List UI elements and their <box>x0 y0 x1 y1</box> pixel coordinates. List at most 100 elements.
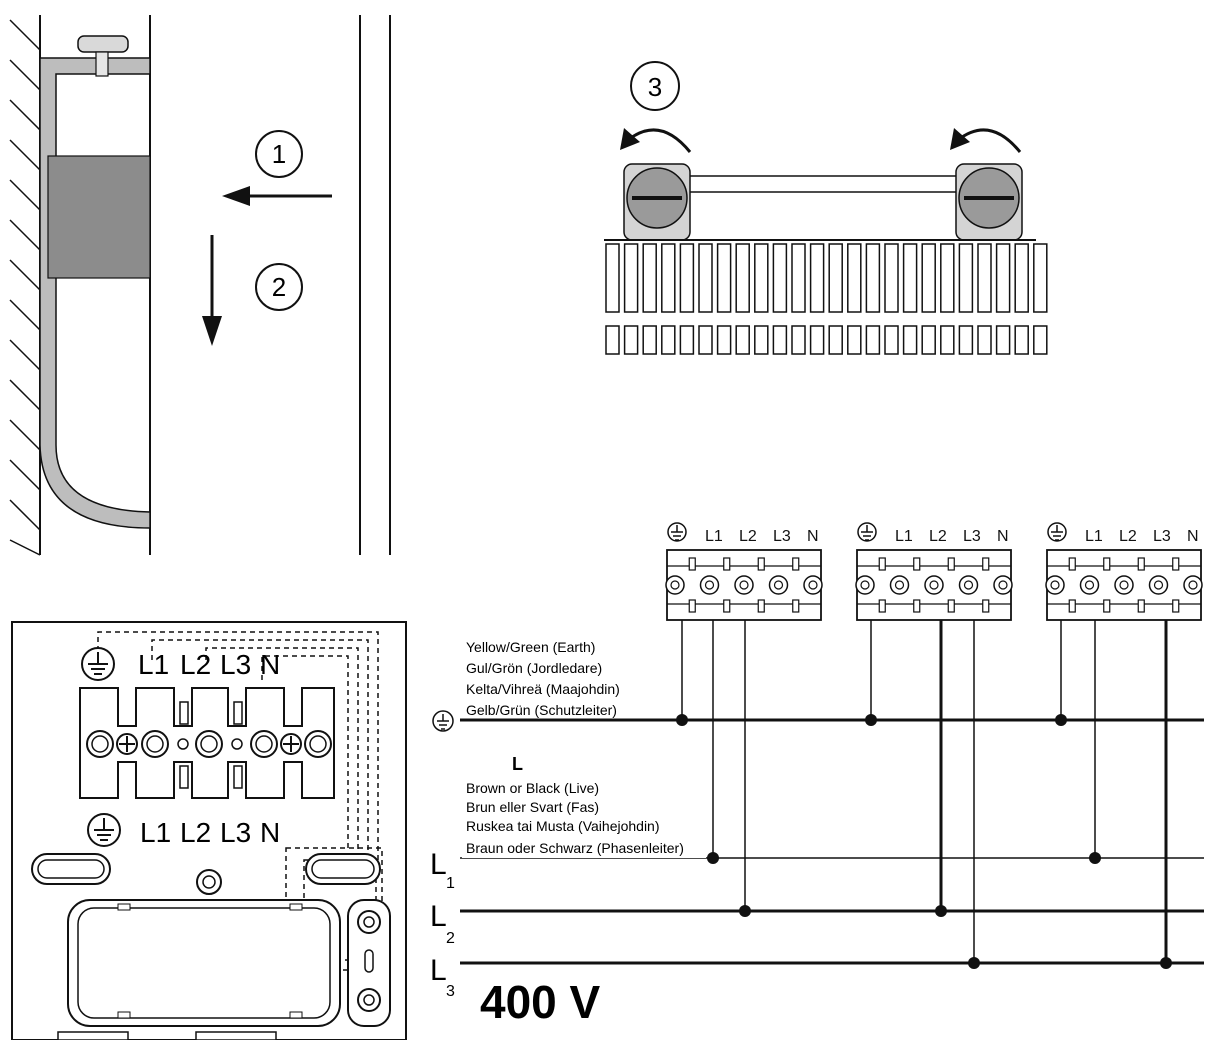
grille-slat <box>661 243 676 313</box>
grille-slat <box>605 325 620 355</box>
phase-l2-sub: 2 <box>446 930 455 947</box>
terminal-header-label: L1 <box>895 528 913 545</box>
lower-label-l3: L3 <box>220 817 251 848</box>
grille-slat <box>977 325 992 355</box>
grille-slat <box>958 325 974 355</box>
earth-legend-en: Yellow/Green (Earth) <box>466 639 595 655</box>
grille-slat <box>995 243 1011 313</box>
terminal-header-label: N <box>997 528 1009 545</box>
terminal-header-label: L3 <box>773 528 791 545</box>
grille-slat <box>809 325 825 355</box>
grille-slat <box>698 325 713 355</box>
grille-slat <box>1014 243 1029 313</box>
grille-slat <box>716 325 732 355</box>
step-3-label: 3 <box>648 72 662 102</box>
grille-slat <box>754 243 769 313</box>
grille-slat <box>754 325 769 355</box>
grille-slat <box>661 325 676 355</box>
voltage-label: 400 V <box>480 976 601 1028</box>
grille-slat <box>902 243 918 313</box>
grille-slat <box>921 325 936 355</box>
grille-slat <box>921 243 936 313</box>
grille-slat <box>698 243 713 313</box>
grille-slat <box>735 243 750 313</box>
grille-slat <box>1033 325 1048 355</box>
phase-l3-label: L <box>430 954 447 987</box>
grille-slat <box>828 243 843 313</box>
junction-dots <box>676 714 1172 969</box>
terminal-header-label: N <box>1187 528 1199 545</box>
grille-slat <box>995 325 1011 355</box>
terminal-header-label: L2 <box>1119 528 1137 545</box>
grille-slat <box>679 243 695 313</box>
terminal-header-label: L3 <box>1153 528 1171 545</box>
grille-slat <box>884 325 899 355</box>
grille <box>605 243 1048 355</box>
grille-slat <box>679 325 695 355</box>
live-legend-de: Braun oder Schwarz (Phasenleiter) <box>466 840 684 856</box>
live-legend-sv: Brun eller Svart (Fas) <box>466 799 599 815</box>
terminal-header-label: L3 <box>963 528 981 545</box>
terminal-header-label: L1 <box>705 528 723 545</box>
terminal-header-label: L2 <box>739 528 757 545</box>
grille-slat <box>772 325 788 355</box>
grille-slat <box>735 325 750 355</box>
grille-slat <box>605 243 620 313</box>
grille-slat <box>791 243 806 313</box>
upper-label-l2: L2 <box>180 649 211 680</box>
grille-slat <box>642 243 657 313</box>
terminal-block <box>665 549 823 621</box>
grille-slat <box>865 325 881 355</box>
grille-slat <box>1014 325 1029 355</box>
wall-hatching <box>9 19 41 556</box>
grille-slat <box>772 243 788 313</box>
phase-l1-label: L <box>430 848 447 881</box>
grille-slat <box>623 325 639 355</box>
earth-ground-icon <box>432 710 454 732</box>
grille-slat <box>642 325 657 355</box>
grille-slat <box>865 243 881 313</box>
terminal-box-illustration: L1 L2 L3 N <box>11 621 407 1040</box>
live-legend-en: Brown or Black (Live) <box>466 780 599 796</box>
grille-slat <box>958 243 974 313</box>
grille-slat <box>847 243 862 313</box>
grille-slat <box>940 325 955 355</box>
earth-ground-icon <box>1047 522 1067 542</box>
live-legend-title: L <box>512 754 523 774</box>
earth-legend-fi: Kelta/Vihreä (Maajohdin) <box>466 681 620 697</box>
rotate-left-arrow-icon <box>957 128 1022 153</box>
terminal-block <box>855 549 1013 621</box>
earth-ground-icon <box>87 813 121 847</box>
grille-slat <box>791 325 806 355</box>
step-2-label: 2 <box>272 272 286 302</box>
terminal-block <box>1045 549 1203 621</box>
step-1-label: 1 <box>272 139 286 169</box>
earth-ground-icon <box>667 522 687 542</box>
rotate-left-arrow-icon <box>627 128 692 153</box>
lower-label-l2: L2 <box>180 817 211 848</box>
upper-label-n: N <box>260 649 280 680</box>
grille-slat <box>884 243 899 313</box>
phase-l1-sub: 1 <box>446 875 455 892</box>
step-3-marker <box>630 61 680 111</box>
earth-ground-icon <box>857 522 877 542</box>
terminal-header-label: N <box>807 528 819 545</box>
step-2-marker <box>255 263 303 311</box>
terminal-header-label: L2 <box>929 528 947 545</box>
earth-ground-icon <box>81 647 115 681</box>
grille-slat <box>940 243 955 313</box>
cover-screws-illustration: 3 <box>604 61 1048 355</box>
upper-label-l3: L3 <box>220 649 251 680</box>
phase-l3-sub: 3 <box>446 983 455 1000</box>
upper-label-l1: L1 <box>138 649 169 680</box>
grille-slat <box>1033 243 1048 313</box>
wall-mount-illustration: 1 2 <box>9 15 391 556</box>
live-legend-fi: Ruskea tai Musta (Vaihejohdin) <box>466 818 660 834</box>
grille-slat <box>902 325 918 355</box>
step-1-marker <box>255 130 303 178</box>
phase-l2-label: L <box>430 900 447 933</box>
lower-label-l1: L1 <box>140 817 171 848</box>
grille-slat <box>716 243 732 313</box>
